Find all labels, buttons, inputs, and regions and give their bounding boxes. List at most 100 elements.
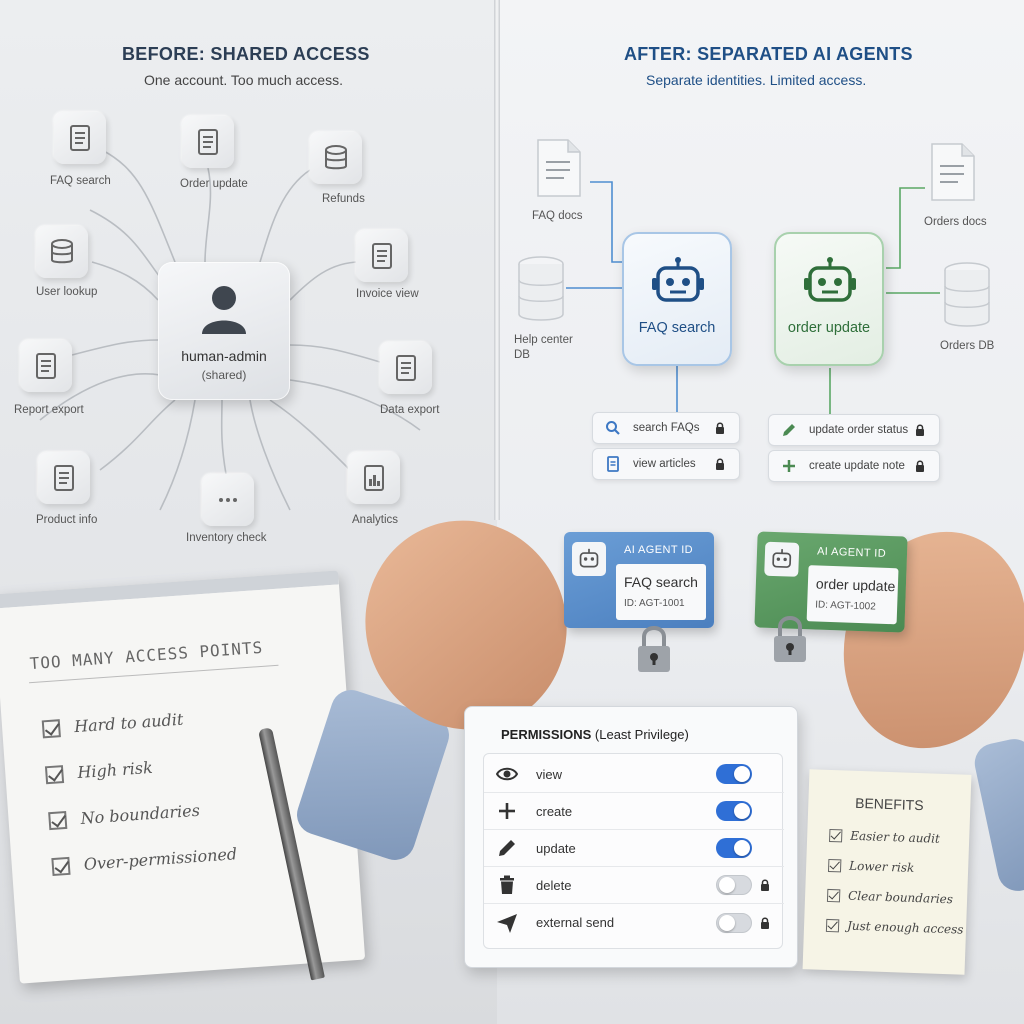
pencil-icon [499,840,515,856]
update-toggle[interactable] [716,838,752,858]
before-subtitle: One account. Too much access. [144,72,343,88]
permissions-panel: PERMISSIONS (Least Privilege) view creat… [464,706,798,968]
node-report-export [20,340,72,392]
notepad-item: Over-permissioned [51,844,238,876]
checkbox-icon [44,764,65,784]
faq-agent-name: FAQ search [638,320,716,336]
checkbox-icon [826,888,841,902]
connection-wires [39,149,421,511]
document-icon [198,129,218,155]
lock-icon [916,424,924,436]
benefits-note: BENEFITS Easier to audit Lower risk Clea… [802,769,972,975]
document-icon [70,125,90,151]
order-agent-name: order update [787,320,871,336]
checkbox-icon [827,858,842,872]
help-center-db-label: Help center DB [514,334,573,361]
permission-row-update: update [484,830,784,867]
lock-icon [716,458,724,470]
after-subtitle: Separate identities. Limited access. [646,72,867,88]
card-agent-name: FAQ search [624,574,698,590]
node-data-export [380,342,432,394]
view-toggle[interactable] [716,764,752,784]
eye-icon [496,767,518,781]
create-toggle[interactable] [716,801,752,821]
hub-name: human-admin [181,348,267,364]
checkbox-icon [51,856,71,876]
node-label: Invoice view [356,288,419,300]
notepad-item: High risk [44,758,153,784]
permission-row-create: create [484,793,784,830]
node-product-info [38,452,90,504]
search-icon [606,421,620,435]
node-inventory-check [202,474,254,526]
perm-label: update order status [809,424,909,436]
lock-icon [916,460,924,472]
orders-docs-label: Orders docs [924,216,987,228]
notepad-item: Hard to audit [41,710,184,739]
node-user-lookup [36,226,88,278]
benefits-heading: BENEFITS [854,794,924,814]
perm-search-faqs: search FAQs [592,412,740,444]
robot-icon [764,541,800,577]
padlock-icon [774,616,806,662]
panel-divider [494,0,500,520]
card-header: AI AGENT ID [816,545,887,560]
order-agent-id-card[interactable]: AI AGENT ID order update ID: AGT-1002 [754,531,908,633]
perm-label: create update note [809,460,905,472]
card-header: AI AGENT ID [624,544,693,556]
node-label: Order update [180,178,248,190]
faq-search-agent: FAQ search [622,232,732,366]
lock-icon [716,422,724,434]
document-icon [607,456,619,472]
node-label: Data export [380,404,440,416]
faq-docs-label: FAQ docs [532,210,583,222]
external-send-toggle[interactable] [716,912,752,933]
permissions-title: PERMISSIONS (Least Privilege) [501,727,689,742]
order-update-agent: order update [774,232,884,366]
hub-role: (shared) [201,368,247,382]
robot-icon [804,257,856,302]
chart-icon [364,465,384,491]
lock-icon [761,917,769,929]
node-refunds [310,132,362,184]
plus-icon [499,803,515,819]
lock-icon [761,879,769,891]
card-body: order update ID: AGT-1002 [806,565,899,625]
node-label: Analytics [352,514,399,526]
document-icon [396,355,416,381]
faq-agent-id-card[interactable]: AI AGENT ID FAQ search ID: AGT-1001 [564,532,714,628]
perm-update-order-status: update order status [768,414,940,446]
node-label: Report export [14,404,84,416]
trash-icon [500,875,514,894]
orders-db-label: Orders DB [940,340,995,352]
agent-wires [566,181,940,414]
faq-docs-icon [537,139,581,197]
node-label: Product info [36,514,98,526]
user-icon [202,286,246,334]
perm-create-update-note: create update note [768,450,940,482]
benefit-item: Just enough access [825,918,964,937]
document-icon [54,465,74,491]
notepad-item: No boundaries [48,801,200,831]
pencil-icon [783,424,795,436]
node-label: Inventory check [186,532,267,544]
permission-row-view: view [484,756,784,793]
permissions-list: view create update delete external send [483,753,784,949]
node-analytics [348,452,400,504]
node-label: FAQ search [50,175,111,187]
checkbox-icon [829,828,843,842]
after-title: AFTER: SEPARATED AI AGENTS [624,44,913,64]
node-label: Refunds [322,193,365,205]
plus-icon [783,460,795,472]
card-body: FAQ search ID: AGT-1001 [616,564,706,620]
card-agent-id: ID: AGT-1001 [624,598,685,609]
perm-label: search FAQs [633,422,700,434]
benefit-item: Clear boundaries [826,888,953,906]
permission-row-external-send: external send [484,904,784,941]
card-agent-id: ID: AGT-1002 [814,599,876,613]
help-center-db-icon [518,256,564,321]
delete-toggle[interactable] [716,875,752,895]
ellipsis-icon [219,498,237,502]
padlock-icon [638,626,670,672]
robot-icon [652,257,704,302]
